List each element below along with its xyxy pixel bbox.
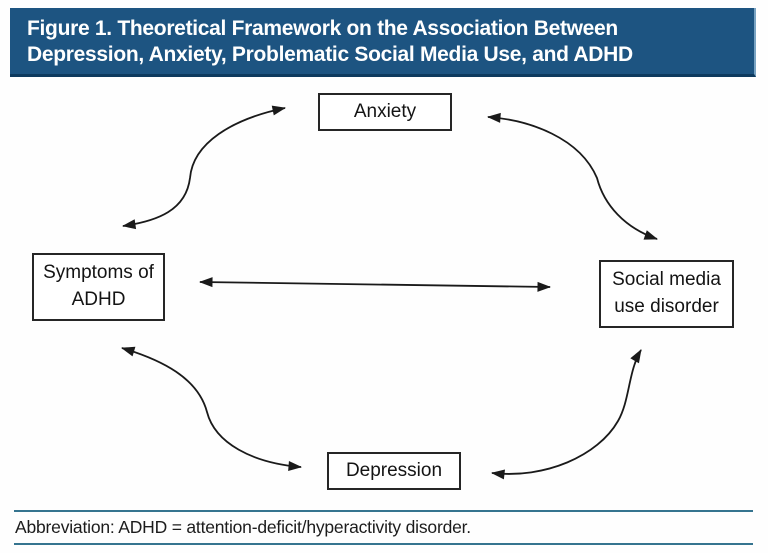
node-anxiety-label: Anxiety xyxy=(353,100,417,122)
node-adhd-label-line1: Symptoms of xyxy=(43,262,154,284)
double-arrow-depression-socialmedia-icon xyxy=(491,349,642,480)
double-arrow-adhd-anxiety-icon xyxy=(122,105,286,230)
figure-title-line-2: Depression, Anxiety, Problematic Social … xyxy=(27,43,633,66)
node-anxiety: Anxiety xyxy=(318,93,452,131)
node-adhd-label-line2: ADHD xyxy=(71,289,126,310)
node-symptoms-of-adhd: Symptoms of ADHD xyxy=(32,253,165,321)
abbreviation-note: Abbreviation: ADHD = attention-deficit/h… xyxy=(15,517,471,537)
double-arrow-anxiety-socialmedia-icon xyxy=(487,112,658,240)
footer-rule-top xyxy=(14,510,753,512)
figure-title-line-1: Figure 1. Theoretical Framework on the A… xyxy=(27,17,618,40)
node-social-media-use-disorder: Social media use disorder xyxy=(599,260,734,328)
node-depression-label: Depression xyxy=(345,459,443,481)
node-depression: Depression xyxy=(327,452,461,490)
node-social-label-line2: use disorder xyxy=(614,296,719,317)
double-arrow-adhd-depression-icon xyxy=(121,346,302,471)
node-social-label-line1: Social media xyxy=(612,269,721,291)
figure-title-bar: Figure 1. Theoretical Framework on the A… xyxy=(10,8,756,77)
footer-rule-bottom xyxy=(14,543,753,545)
double-arrow-adhd-socialmedia-icon xyxy=(199,277,551,292)
